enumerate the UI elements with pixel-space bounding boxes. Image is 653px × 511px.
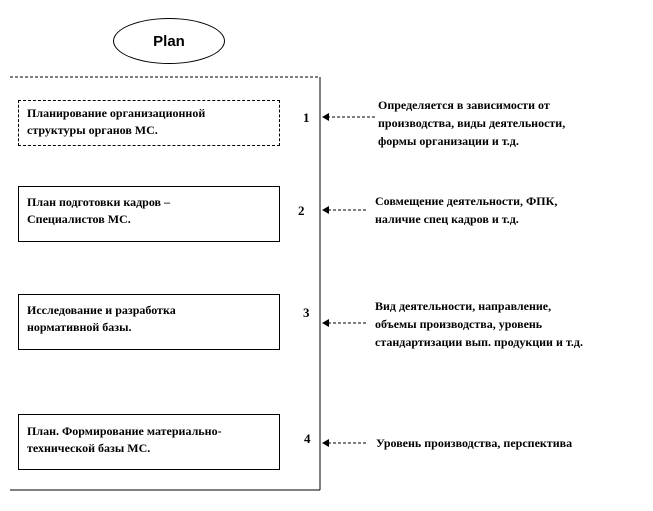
arrow-1 (322, 113, 375, 121)
step-note-2-line1: Совмещение деятельности, ФПК, (375, 194, 558, 208)
step-box-4: План. Формирование материально- техничес… (18, 414, 280, 470)
step-box-2-line2: Специалистов МС. (27, 212, 131, 226)
step-number-2: 2 (298, 203, 305, 218)
step-note-3-line3: стандартизации вып. продукции и т.д. (375, 335, 583, 349)
step-note-2-line2: наличие спец кадров и т.д. (375, 212, 519, 226)
step-note-3-line2: объемы производства, уровень (375, 317, 543, 331)
step-box-1: Планирование организационной структуры о… (18, 100, 280, 146)
step-box-2-line1: План подготовки кадров – (27, 195, 171, 209)
step-box-2: План подготовки кадров – Специалистов МС… (18, 186, 280, 242)
step-number-3: 3 (303, 305, 310, 320)
plan-ellipse: Plan (113, 18, 225, 64)
step-box-3-line2: нормативной базы. (27, 320, 132, 334)
step-note-1-line3: формы организации и т.д. (378, 134, 519, 148)
step-note-1: Определяется в зависимости от производст… (378, 96, 565, 150)
arrow-3 (322, 319, 366, 327)
step-box-1-line1: Планирование организационной (27, 106, 206, 120)
step-note-4: Уровень производства, перспектива (376, 434, 572, 452)
step-box-1-line2: структуры органов МС. (27, 123, 158, 137)
step-box-3: Исследование и разработка нормативной ба… (18, 294, 280, 350)
step-number-1: 1 (303, 110, 310, 125)
step-box-4-line1: План. Формирование материально- (27, 424, 222, 438)
arrow-2 (322, 206, 366, 214)
step-box-4-line2: технической базы МС. (27, 441, 151, 455)
step-box-3-line1: Исследование и разработка (27, 303, 176, 317)
step-note-4-line1: Уровень производства, перспектива (376, 436, 573, 450)
arrow-4 (322, 439, 366, 447)
step-note-3-line1: Вид деятельности, направление, (375, 299, 552, 313)
step-note-1-line1: Определяется в зависимости от (378, 98, 550, 112)
step-note-2: Совмещение деятельности, ФПК, наличие сп… (375, 192, 557, 228)
step-number-4: 4 (304, 431, 311, 446)
step-note-3: Вид деятельности, направление, объемы пр… (375, 297, 583, 351)
step-note-1-line2: производства, виды деятельности, (378, 116, 566, 130)
plan-title: Plan (153, 32, 185, 50)
